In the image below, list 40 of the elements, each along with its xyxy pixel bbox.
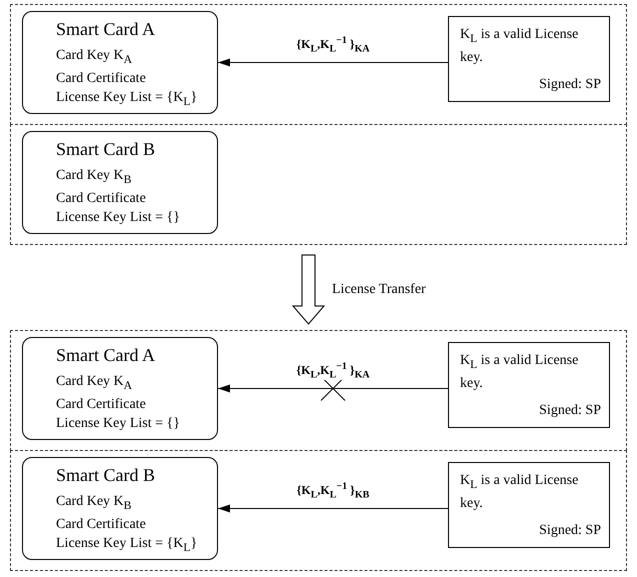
- card-title: Smart Card B: [56, 138, 156, 160]
- card-field: Card Certificate: [56, 68, 217, 88]
- card-title: Smart Card A: [56, 18, 156, 40]
- card-field: Card Key K$_{B}$: [56, 492, 217, 515]
- dashed-panel: [10, 4, 627, 125]
- card-field: License Key List = {}: [56, 208, 217, 227]
- card-field: Card Key K$_{B}$: [56, 166, 217, 189]
- signature-text: Signed: SP: [538, 76, 601, 94]
- arrow: [218, 504, 448, 512]
- transfer-label: License Transfer: [332, 282, 426, 298]
- card-title: Smart Card B: [56, 464, 156, 486]
- smart-card-box: [22, 457, 218, 560]
- signature-text: Signed: SP: [538, 522, 601, 540]
- card-field: Card Key K$_{A}$: [56, 372, 217, 395]
- certificate-box: [448, 462, 610, 548]
- smart-card-box: [22, 337, 218, 440]
- card-field: Card Certificate: [56, 188, 217, 208]
- card-title: Smart Card A: [56, 344, 156, 366]
- card-field: License Key List = {K$_{L}$}: [56, 88, 217, 111]
- card-field: Card Certificate: [56, 394, 217, 414]
- card-field: License Key List = {K$_{L}$}: [56, 534, 217, 557]
- edge-label: {K$_{L}$,K$_{L}$$^{−1}$ }$_{KA}$: [294, 360, 372, 380]
- card-field: Card Certificate: [56, 514, 217, 534]
- card-field: License Key List = {}: [56, 414, 217, 433]
- dashed-panel: [10, 450, 627, 571]
- arrow: [218, 384, 448, 392]
- certificate-text: K$_{L}$ is a valid License key.: [460, 352, 580, 393]
- dashed-panel: [10, 330, 627, 451]
- smart-card-box: [22, 131, 218, 234]
- certificate-text: K$_{L}$ is a valid License key.: [460, 26, 580, 67]
- signature-text: Signed: SP: [538, 402, 601, 420]
- certificate-text: K$_{L}$ is a valid License key.: [460, 472, 580, 513]
- certificate-box: [448, 342, 610, 428]
- smart-card-box: [22, 11, 218, 114]
- edge-label: {K$_{L}$,K$_{L}$$^{−1}$ }$_{KB}$: [294, 480, 372, 500]
- certificate-box: [448, 16, 610, 102]
- edge-label: {K$_{L}$,K$_{L}$$^{−1}$ }$_{KA}$: [294, 34, 372, 54]
- card-field: Card Key K$_{A}$: [56, 46, 217, 69]
- arrow: [218, 58, 448, 66]
- dashed-panel: [10, 124, 627, 245]
